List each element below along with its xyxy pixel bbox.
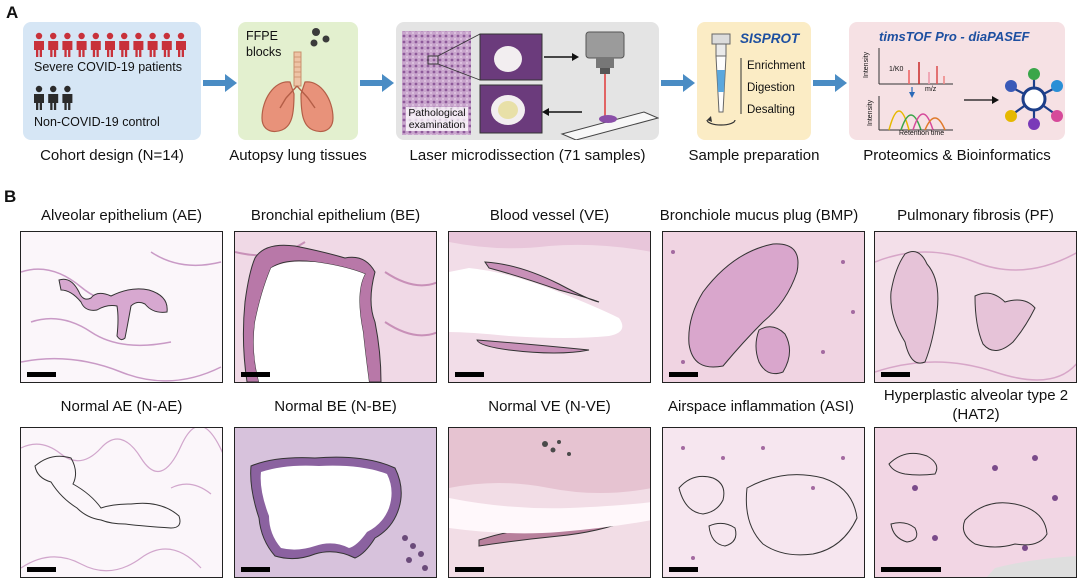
ffpe-label: FFPE blocks	[246, 29, 282, 59]
person-icon	[90, 32, 101, 57]
control-label: Non-COVID-19 control	[34, 115, 160, 129]
ylabel-1: Intensity	[863, 51, 870, 78]
histology-tile-n-be	[234, 427, 437, 578]
histology-tile-pf	[874, 231, 1077, 383]
scale-bar	[455, 372, 484, 377]
lmd-caption: Laser microdissection (71 samples)	[409, 147, 646, 164]
tile-title-n-ve: Normal VE (N-VE)	[488, 398, 611, 415]
histology-tile-ve	[448, 231, 651, 383]
autopsy-card: FFPE blocks	[238, 22, 358, 140]
arrow-right-icon	[813, 74, 847, 92]
scale-bar	[881, 567, 941, 572]
severe-label: Severe COVID-19 patients	[34, 60, 182, 74]
prep-card: SISPROT Enrichment Digestion Desalting	[697, 22, 811, 140]
person-icon	[104, 32, 115, 57]
histology-tile-asi	[662, 427, 865, 578]
scale-bar	[27, 567, 56, 572]
arrow-right-icon	[661, 74, 695, 92]
xlabel-1: m/z	[925, 86, 937, 93]
tile-title-asi: Airspace inflammation (ASI)	[668, 398, 854, 415]
tile-title-pf: Pulmonary fibrosis (PF)	[897, 207, 1054, 224]
lmd-card: Pathological examination	[396, 22, 659, 140]
tile-title-n-be: Normal BE (N-BE)	[274, 398, 397, 415]
proteomics-card: timsTOF Pro - diaPASEF Intensity m/z 1/K…	[849, 22, 1065, 140]
step-desalting: Desalting	[747, 104, 795, 116]
scale-bar	[241, 372, 270, 377]
person-icon	[34, 85, 44, 110]
autopsy-caption: Autopsy lung tissues	[229, 147, 367, 164]
xlabel-2: Retention time	[899, 130, 945, 137]
step-digestion: Digestion	[747, 82, 795, 94]
person-icon	[76, 32, 87, 57]
panel-label-a: A	[6, 3, 19, 22]
tile-title-be: Bronchial epithelium (BE)	[250, 207, 421, 224]
scale-bar	[455, 567, 484, 572]
ms-plots	[878, 48, 1063, 131]
cohort-card: Severe COVID-19 patients Non-COVID-19 co…	[23, 22, 201, 140]
scale-bar	[669, 567, 698, 572]
tile-title-n-ae: Normal AE (N-AE)	[60, 398, 183, 415]
scale-bar	[669, 372, 698, 377]
patient-icons-severe	[34, 32, 186, 57]
sisprot-title: SISPROT	[740, 31, 800, 46]
scale-bar	[241, 567, 270, 572]
person-icon	[48, 32, 59, 57]
person-icon	[133, 32, 144, 57]
instrument-title: timsTOF Pro - diaPASEF	[879, 29, 1030, 44]
tip-icon	[706, 33, 742, 126]
arrow-right-icon	[360, 74, 394, 92]
histology-tile-ae	[20, 231, 223, 383]
tile-title-hat2: Hyperplastic alveolar type 2 (HAT2)	[883, 387, 1069, 423]
patient-icons-control	[34, 85, 73, 110]
person-icon	[48, 85, 59, 110]
prep-caption: Sample preparation	[688, 147, 820, 164]
tile-title-bmp: Bronchiole mucus plug (BMP)	[659, 207, 859, 224]
histology-tile-n-ae	[20, 427, 223, 578]
person-icon	[119, 32, 130, 57]
cohort-caption: Cohort design (N=14)	[40, 147, 184, 164]
histology-tile-bmp	[662, 231, 865, 383]
lungs-icon	[261, 28, 334, 133]
person-icon	[34, 32, 44, 57]
person-icon	[176, 32, 186, 57]
arrow-right-icon	[203, 74, 237, 92]
histology-tile-be	[234, 231, 437, 383]
person-icon	[62, 85, 73, 110]
panel-label-b: B	[4, 187, 17, 206]
tile-title-ae: Alveolar epithelium (AE)	[41, 207, 202, 224]
histology-tile-hat2	[874, 427, 1077, 578]
ylabel-2: Intensity	[867, 99, 874, 126]
proteomics-caption: Proteomics & Bioinformatics	[863, 147, 1051, 164]
step-enrichment: Enrichment	[747, 60, 806, 72]
tile-title-ve: Blood vessel (VE)	[489, 207, 610, 224]
person-icon	[62, 32, 73, 57]
person-icon	[161, 32, 172, 57]
pathology-label: Pathological examination	[406, 107, 468, 131]
inv-k0-label: 1/K0	[889, 66, 904, 73]
scale-bar	[881, 372, 910, 377]
scale-bar	[27, 372, 56, 377]
person-icon	[147, 32, 158, 57]
histology-tile-n-ve	[448, 427, 651, 578]
